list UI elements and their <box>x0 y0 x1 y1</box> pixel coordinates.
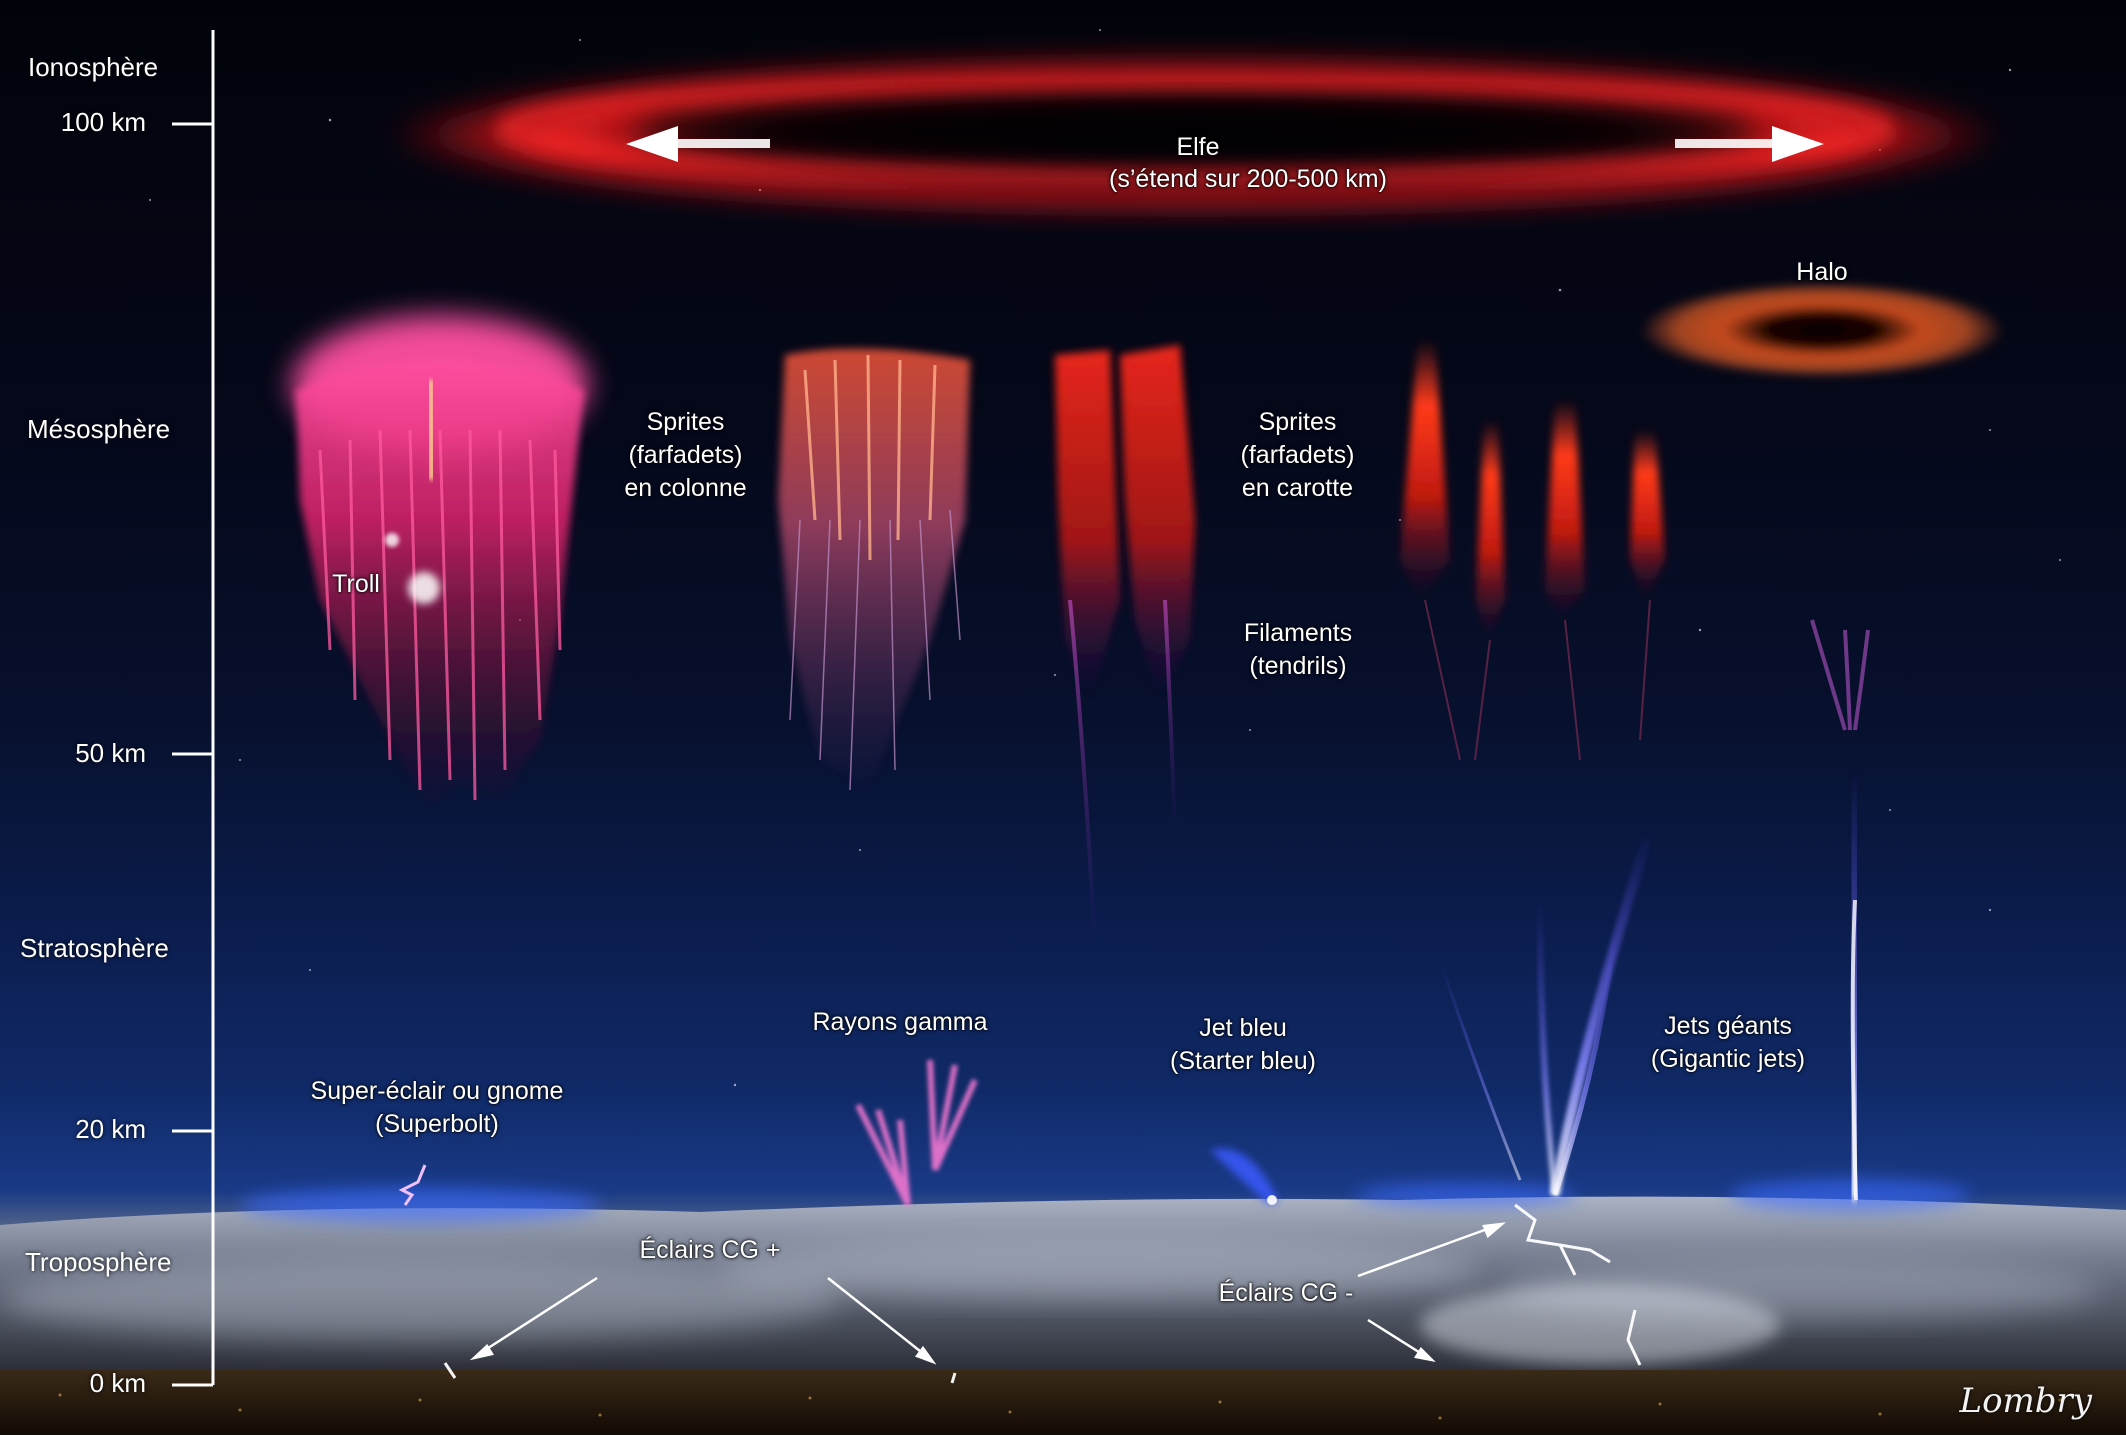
label-jets-geants: Jets géants (Gigantic jets) <box>1650 1012 1806 1073</box>
label-troll: Troll <box>332 570 380 598</box>
layer-troposphere: Troposphère <box>25 1247 172 1277</box>
troll-sprite <box>292 315 588 810</box>
gigantic-jet-center <box>1438 828 1655 1196</box>
label-sprites-colonne: Sprites (farfadets) en colonne <box>624 408 747 502</box>
annotation-arrows <box>469 1222 1506 1365</box>
red-column-sprite <box>1055 345 1195 951</box>
cloud-layer <box>0 1196 2126 1370</box>
tall-jet-tendrils <box>1810 619 1870 731</box>
elve-arrow-left <box>626 126 770 162</box>
label-rayons-gamma: Rayons gamma <box>812 1008 988 1036</box>
altitude-20km: 20 km <box>75 1114 146 1144</box>
layer-mesosphere: Mésosphère <box>27 414 171 444</box>
cg-bolts <box>443 1203 1642 1384</box>
city-ground <box>0 1370 2126 1435</box>
label-elfe: Elfe <box>1176 133 1220 161</box>
superbolt-bolt <box>398 1164 427 1206</box>
elve-glow <box>385 57 2005 213</box>
gamma-rays <box>855 1059 978 1207</box>
gigantic-jet-right <box>1844 769 1864 1201</box>
label-elfe-detail: (s’étend sur 200-500 km) <box>1109 165 1387 193</box>
halo-ring <box>1640 282 2004 378</box>
blue-starter-jet <box>1210 1148 1278 1205</box>
layer-stratosphere: Stratosphère <box>20 933 169 963</box>
label-jet-bleu: Jet bleu (Starter bleu) <box>1170 1014 1316 1075</box>
elve-arrow-right <box>1675 126 1824 162</box>
author-signature: Lombry <box>1959 1381 2092 1421</box>
label-eclairs-cg-plus: Éclairs CG + <box>639 1236 781 1264</box>
label-filaments: Filaments (tendrils) <box>1243 619 1353 680</box>
label-super-eclair: Super-éclair ou gnome (Superbolt) <box>310 1077 564 1138</box>
carrot-sprites <box>1400 340 1665 761</box>
layer-ionosphere: Ionosphère <box>28 52 159 82</box>
altitude-axis <box>172 30 215 1387</box>
altitude-50km: 50 km <box>75 738 146 768</box>
altitude-100km: 100 km <box>60 107 146 137</box>
label-eclairs-cg-minus: Éclairs CG - <box>1218 1279 1354 1307</box>
column-sprite <box>778 348 970 791</box>
stars <box>149 29 2061 1087</box>
label-halo: Halo <box>1796 258 1848 286</box>
altitude-0km: 0 km <box>89 1368 146 1398</box>
label-sprites-carotte: Sprites (farfadets) en carotte <box>1240 408 1355 502</box>
